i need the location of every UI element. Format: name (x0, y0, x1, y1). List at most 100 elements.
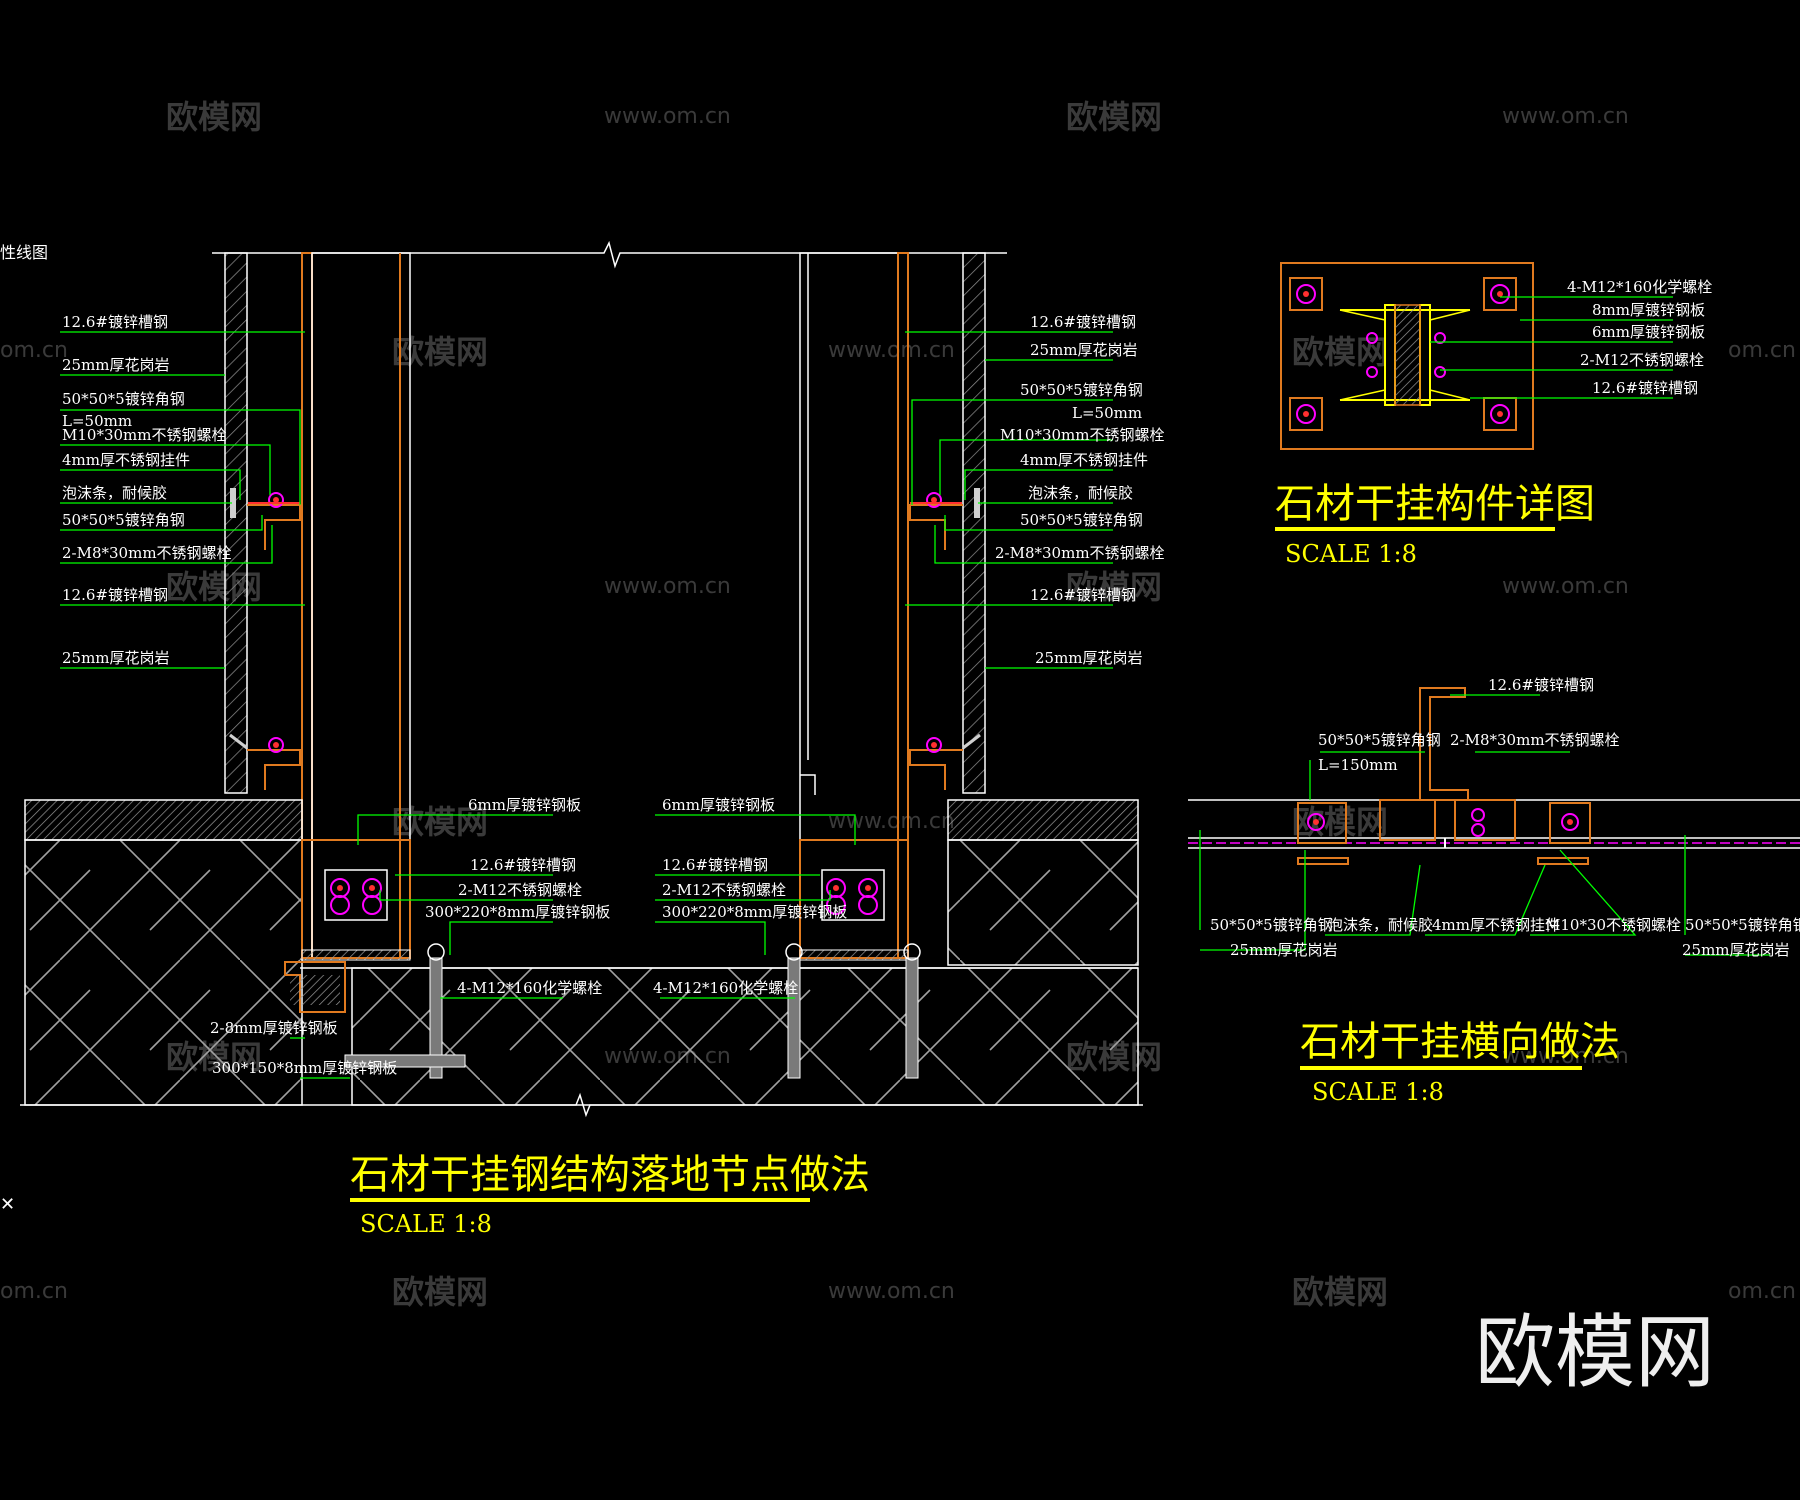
label: 2-M8*30mm不锈钢螺栓 (1450, 731, 1620, 749)
label: 8mm厚镀锌钢板 (1592, 301, 1705, 319)
label: 12.6#镀锌槽钢 (662, 856, 768, 874)
side-steel-plate (284, 961, 346, 1013)
label: 25mm厚花岗岩 (1030, 341, 1138, 359)
left-upper-bracket (230, 488, 301, 550)
base-plate-outline (1280, 262, 1534, 450)
watermark-url: om.cn (0, 1279, 68, 1304)
drawing-scale: SCALE 1:8 (1312, 1078, 1444, 1106)
break-line-top (212, 240, 1007, 269)
drawing-title: 石材干挂横向做法 (1300, 1019, 1620, 1065)
watermark-cn: 欧模网 (1066, 568, 1162, 606)
left-floor-finish (24, 799, 303, 841)
corner-label: 性线图 (0, 243, 48, 262)
watermark-url: www.om.cn (828, 1279, 955, 1304)
label: L=50mm (62, 412, 132, 430)
right-floor-finish (947, 799, 1139, 841)
label: 2-M12不锈钢螺栓 (1580, 351, 1704, 369)
left-granite-panel (224, 252, 248, 794)
label: 12.6#镀锌槽钢 (470, 856, 576, 874)
floor-node-base-labels: 6mm厚镀锌钢板 12.6#镀锌槽钢 2-M12不锈钢螺栓 300*220*8m… (210, 796, 856, 1079)
label: 300*220*8mm厚镀锌钢板 (662, 903, 847, 921)
component-detail-drawing: 4-M12*160化学螺栓 8mm厚镀锌钢板 6mm厚镀锌钢板 2-M12不锈钢… (1280, 262, 1712, 450)
label: 300*150*8mm厚镀锌钢板 (212, 1059, 397, 1077)
drawing-title: 石材干挂构件详图 (1275, 481, 1595, 527)
label: 4-M12*160化学螺栓 (457, 979, 602, 997)
watermark-cn: 欧模网 (1292, 333, 1388, 371)
label: 4mm厚不锈钢挂件 (62, 451, 190, 469)
watermark-cn: 欧模网 (166, 98, 262, 136)
drawing-title: 石材干挂钢结构落地节点做法 (350, 1152, 870, 1198)
label: 2-8mm厚镀锌钢板 (210, 1019, 338, 1037)
right-base-frame (799, 839, 909, 959)
label: M10*30mm不锈钢螺栓 (1000, 426, 1164, 444)
component-title-block: 石材干挂构件详图 SCALE 1:8 (1275, 481, 1595, 568)
label: 泡沫条，耐候胶 (1028, 484, 1133, 502)
anchor-bolts (1289, 277, 1517, 431)
left-base-frame (301, 839, 411, 959)
label: L=150mm (1318, 756, 1398, 774)
label: 25mm厚花岗岩 (1230, 941, 1338, 959)
label: 泡沫条，耐候胶 (1328, 916, 1433, 934)
label: 25mm厚花岗岩 (1035, 649, 1143, 667)
label: 4-M12*160化学螺栓 (653, 979, 798, 997)
left-base-bolts (330, 878, 382, 915)
chemical-anchors (344, 943, 921, 1079)
label: 12.6#镀锌槽钢 (62, 313, 168, 331)
label: M10*30mm不锈钢螺栓 (62, 426, 226, 444)
drawing-scale: SCALE 1:8 (1285, 540, 1417, 568)
watermark-url: www.om.cn (1502, 574, 1629, 599)
floor-node-right-labels: 12.6#镀锌槽钢 25mm厚花岗岩 50*50*5镀锌角钢 L=50mm M1… (905, 313, 1165, 669)
label: 12.6#镀锌槽钢 (1030, 313, 1136, 331)
watermark-cn: 欧模网 (1066, 98, 1162, 136)
watermark-url: www.om.cn (1502, 1044, 1629, 1069)
drawing-scale: SCALE 1:8 (360, 1210, 492, 1238)
right-lower-bracket (909, 733, 981, 790)
label: 300*220*8mm厚镀锌钢板 (425, 903, 610, 921)
left-substrate (24, 839, 303, 1106)
label: 6mm厚镀锌钢板 (662, 796, 775, 814)
label: 50*50*5镀锌角钢 (1020, 511, 1143, 529)
watermark-url: om.cn (1728, 1279, 1796, 1304)
label: 12.6#镀锌槽钢 (1030, 586, 1136, 604)
label: 12.6#镀锌槽钢 (1488, 676, 1594, 694)
floor-node-title-block: 石材干挂钢结构落地节点做法 SCALE 1:8 (350, 1152, 870, 1238)
watermark-url: om.cn (1728, 338, 1796, 363)
horizontal-method-drawing: 12.6#镀锌槽钢 50*50*5镀锌角钢 L=150mm 2-M8*30mm不… (1188, 676, 1800, 959)
label: 50*50*5镀锌角钢 (1685, 916, 1800, 934)
right-base-bolts (826, 878, 878, 915)
watermark-url: www.om.cn (828, 338, 955, 363)
watermark-cn: 欧模网 (392, 1273, 488, 1311)
channel-section (1339, 304, 1471, 406)
label: 50*50*5镀锌角钢 (1318, 731, 1441, 749)
label: 2-M8*30mm不锈钢螺栓 (995, 544, 1165, 562)
label: 2-M12不锈钢螺栓 (662, 881, 786, 899)
watermarks: 欧模网 www.om.cn 欧模网 www.om.cn om.cn 欧模网 ww… (0, 98, 1796, 1311)
watermark-url: www.om.cn (828, 809, 955, 834)
label: 6mm厚镀锌钢板 (1592, 323, 1705, 341)
watermark-url: www.om.cn (1502, 104, 1629, 129)
watermark-cn: 欧模网 (392, 803, 488, 841)
label: 12.6#镀锌槽钢 (62, 586, 168, 604)
right-substrate (947, 839, 1139, 966)
left-lower-bracket (229, 733, 301, 790)
floor-node-drawing (20, 240, 1143, 1118)
label: 泡沫条，耐候胶 (62, 484, 167, 502)
label: 50*50*5镀锌角钢 (62, 390, 185, 408)
label: 2-M8*30mm不锈钢螺栓 (62, 544, 232, 562)
watermark-cn: 欧模网 (1292, 1273, 1388, 1311)
label: 12.6#镀锌槽钢 (1592, 379, 1698, 397)
watermark-url: www.om.cn (604, 574, 731, 599)
watermark-cn: 欧模网 (1292, 803, 1388, 841)
label: 6mm厚镀锌钢板 (468, 796, 581, 814)
label: 4-M12*160化学螺栓 (1567, 278, 1712, 296)
label: 4mm厚不锈钢挂件 (1020, 451, 1148, 469)
label: 50*50*5镀锌角钢 (1020, 381, 1143, 399)
label: 4mm厚不锈钢挂件 (1432, 916, 1560, 934)
watermark-cn: 欧模网 (392, 333, 488, 371)
horizontal-title-block: 石材干挂横向做法 SCALE 1:8 (1300, 1019, 1620, 1106)
floor-node-left-labels: 12.6#镀锌槽钢 25mm厚花岗岩 50*50*5镀锌角钢 L=50mm M1… (60, 313, 305, 669)
label: 50*50*5镀锌角钢 (62, 511, 185, 529)
label: M10*30不锈钢螺栓 (1545, 916, 1681, 934)
label: L=50mm (1072, 404, 1142, 422)
